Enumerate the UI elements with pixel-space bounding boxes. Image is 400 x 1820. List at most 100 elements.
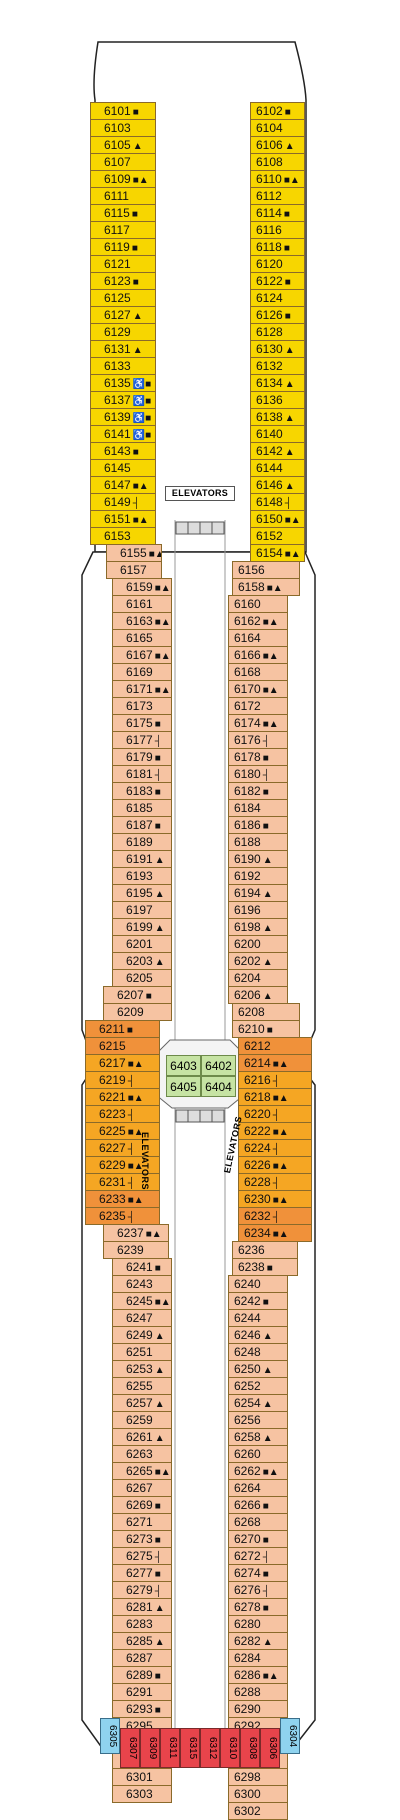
stateroom-6126[interactable]: 6126■ [250, 306, 305, 324]
stateroom-6162[interactable]: 6162■▲ [228, 612, 288, 630]
stateroom-6279[interactable]: 6279┤ [112, 1581, 172, 1599]
stateroom-6116[interactable]: 6116 [250, 221, 305, 239]
stateroom-6404[interactable]: 6404 [201, 1076, 236, 1097]
stateroom-6152[interactable]: 6152 [250, 527, 305, 545]
stateroom-6234[interactable]: 6234■▲ [238, 1224, 312, 1242]
stateroom-6121[interactable]: 6121 [90, 255, 156, 273]
stateroom-6301[interactable]: 6301 [112, 1768, 172, 1786]
stateroom-6281[interactable]: 6281▲ [112, 1598, 172, 1616]
stateroom-6137[interactable]: 6137♿■ [90, 391, 156, 409]
stateroom-6211[interactable]: 6211■ [85, 1020, 160, 1038]
stateroom-6123[interactable]: 6123■ [90, 272, 156, 290]
stateroom-6224[interactable]: 6224┤ [238, 1139, 312, 1157]
stateroom-6135[interactable]: 6135♿■ [90, 374, 156, 392]
stateroom-6160[interactable]: 6160 [228, 595, 288, 613]
stateroom-6243[interactable]: 6243 [112, 1275, 172, 1293]
stateroom-6179[interactable]: 6179■ [112, 748, 172, 766]
stateroom-6154[interactable]: 6154■▲ [250, 544, 305, 562]
stateroom-6185[interactable]: 6185 [112, 799, 172, 817]
stateroom-6207[interactable]: 6207■ [103, 986, 172, 1004]
stateroom-6303[interactable]: 6303 [112, 1785, 172, 1803]
stateroom-6130[interactable]: 6130▲ [250, 340, 305, 358]
stateroom-6267[interactable]: 6267 [112, 1479, 172, 1497]
stateroom-6143[interactable]: 6143■ [90, 442, 156, 460]
stateroom-6139[interactable]: 6139♿■ [90, 408, 156, 426]
stateroom-6136[interactable]: 6136 [250, 391, 305, 409]
stateroom-6206[interactable]: 6206▲ [228, 986, 288, 1004]
stateroom-6194[interactable]: 6194▲ [228, 884, 288, 902]
stateroom-6276[interactable]: 6276┤ [228, 1581, 288, 1599]
stateroom-6221[interactable]: 6221■▲ [85, 1088, 160, 1106]
stateroom-6201[interactable]: 6201 [112, 935, 172, 953]
stateroom-6230[interactable]: 6230■▲ [238, 1190, 312, 1208]
stateroom-6195[interactable]: 6195▲ [112, 884, 172, 902]
stateroom-6403[interactable]: 6403 [166, 1055, 201, 1076]
stateroom-6250[interactable]: 6250▲ [228, 1360, 288, 1378]
stateroom-6305[interactable]: 6305 [100, 1718, 120, 1754]
stateroom-6242[interactable]: 6242■ [228, 1292, 288, 1310]
stateroom-6101[interactable]: 6101■ [90, 102, 156, 120]
stateroom-6155[interactable]: 6155■▲ [106, 544, 162, 562]
stateroom-6109[interactable]: 6109■▲ [90, 170, 156, 188]
stateroom-6272[interactable]: 6272┤ [228, 1547, 288, 1565]
stateroom-6235[interactable]: 6235┤ [85, 1207, 160, 1225]
stateroom-6103[interactable]: 6103 [90, 119, 156, 137]
stateroom-6178[interactable]: 6178■ [228, 748, 288, 766]
stateroom-6204[interactable]: 6204 [228, 969, 288, 987]
stateroom-6189[interactable]: 6189 [112, 833, 172, 851]
stateroom-6108[interactable]: 6108 [250, 153, 305, 171]
stateroom-6186[interactable]: 6186■ [228, 816, 288, 834]
stateroom-6248[interactable]: 6248 [228, 1343, 288, 1361]
stateroom-6170[interactable]: 6170■▲ [228, 680, 288, 698]
stateroom-6232[interactable]: 6232┤ [238, 1207, 312, 1225]
stateroom-6280[interactable]: 6280 [228, 1615, 288, 1633]
stateroom-6223[interactable]: 6223┤ [85, 1105, 160, 1123]
stateroom-6131[interactable]: 6131▲ [90, 340, 156, 358]
stateroom-6119[interactable]: 6119■ [90, 238, 156, 256]
stateroom-6217[interactable]: 6217■▲ [85, 1054, 160, 1072]
stateroom-6148[interactable]: 6148┤ [250, 493, 305, 511]
stateroom-6193[interactable]: 6193 [112, 867, 172, 885]
stateroom-6315[interactable]: 6315 [180, 1728, 200, 1768]
stateroom-6254[interactable]: 6254▲ [228, 1394, 288, 1412]
stateroom-6266[interactable]: 6266■ [228, 1496, 288, 1514]
stateroom-6161[interactable]: 6161 [112, 595, 172, 613]
stateroom-6277[interactable]: 6277■ [112, 1564, 172, 1582]
stateroom-6165[interactable]: 6165 [112, 629, 172, 647]
stateroom-6124[interactable]: 6124 [250, 289, 305, 307]
stateroom-6107[interactable]: 6107 [90, 153, 156, 171]
stateroom-6255[interactable]: 6255 [112, 1377, 172, 1395]
stateroom-6236[interactable]: 6236 [232, 1241, 298, 1259]
stateroom-6118[interactable]: 6118■ [250, 238, 305, 256]
stateroom-6220[interactable]: 6220┤ [238, 1105, 312, 1123]
stateroom-6278[interactable]: 6278■ [228, 1598, 288, 1616]
stateroom-6200[interactable]: 6200 [228, 935, 288, 953]
stateroom-6402[interactable]: 6402 [201, 1055, 236, 1076]
stateroom-6133[interactable]: 6133 [90, 357, 156, 375]
stateroom-6174[interactable]: 6174■▲ [228, 714, 288, 732]
stateroom-6150[interactable]: 6150■▲ [250, 510, 305, 528]
stateroom-6225[interactable]: 6225■▲ [85, 1122, 160, 1140]
stateroom-6164[interactable]: 6164 [228, 629, 288, 647]
stateroom-6128[interactable]: 6128 [250, 323, 305, 341]
stateroom-6240[interactable]: 6240 [228, 1275, 288, 1293]
stateroom-6158[interactable]: 6158■▲ [232, 578, 300, 596]
stateroom-6256[interactable]: 6256 [228, 1411, 288, 1429]
stateroom-6226[interactable]: 6226■▲ [238, 1156, 312, 1174]
stateroom-6188[interactable]: 6188 [228, 833, 288, 851]
stateroom-6257[interactable]: 6257▲ [112, 1394, 172, 1412]
stateroom-6173[interactable]: 6173 [112, 697, 172, 715]
stateroom-6283[interactable]: 6283 [112, 1615, 172, 1633]
stateroom-6302[interactable]: 6302 [228, 1802, 288, 1820]
stateroom-6145[interactable]: 6145 [90, 459, 156, 477]
stateroom-6141[interactable]: 6141♿■ [90, 425, 156, 443]
stateroom-6169[interactable]: 6169 [112, 663, 172, 681]
stateroom-6271[interactable]: 6271 [112, 1513, 172, 1531]
stateroom-6293[interactable]: 6293■ [112, 1700, 172, 1718]
stateroom-6132[interactable]: 6132 [250, 357, 305, 375]
stateroom-6159[interactable]: 6159■▲ [112, 578, 172, 596]
stateroom-6114[interactable]: 6114■ [250, 204, 305, 222]
stateroom-6102[interactable]: 6102■ [250, 102, 305, 120]
stateroom-6304[interactable]: 6304 [280, 1718, 300, 1754]
stateroom-6147[interactable]: 6147■▲ [90, 476, 156, 494]
